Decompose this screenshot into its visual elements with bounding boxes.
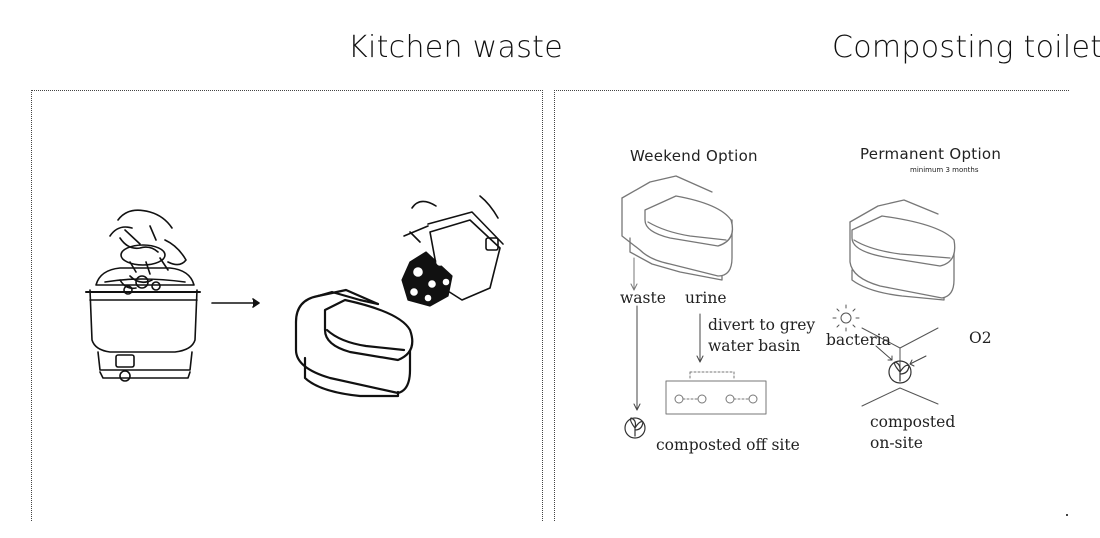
kitchen-waste-panel bbox=[31, 90, 543, 521]
grey-water-basin-illustration bbox=[665, 371, 767, 415]
arrow-right-icon bbox=[211, 298, 260, 308]
toilet-illustration bbox=[294, 288, 414, 398]
compost-bucket-illustration bbox=[85, 209, 201, 382]
permanent-toilet-illustration bbox=[849, 199, 956, 301]
weekend-toilet-illustration bbox=[621, 175, 734, 281]
composting-toilet-panel bbox=[554, 90, 1069, 521]
composted-off-site-label: composted off site bbox=[656, 436, 800, 454]
divert-label-line2: water basin bbox=[708, 337, 801, 355]
waste-label: waste bbox=[620, 289, 666, 307]
isometric-compost-corner bbox=[861, 327, 939, 407]
sun-icon bbox=[832, 304, 860, 332]
bacteria-label: bacteria bbox=[826, 331, 891, 349]
composted-on-site-line1: composted bbox=[870, 413, 956, 431]
composted-on-site-line2: on-site bbox=[870, 434, 923, 452]
bin-emptying-illustration bbox=[401, 195, 504, 307]
sprout-icon bbox=[888, 360, 912, 384]
permanent-option-subtitle: minimum 3 months bbox=[910, 166, 979, 174]
kitchen-waste-heading: Kitchen waste bbox=[348, 30, 563, 65]
weekend-option-title: Weekend Option bbox=[630, 147, 758, 165]
divert-label-line1: divert to grey bbox=[708, 316, 816, 334]
permanent-option-title: Permanent Option bbox=[860, 145, 1002, 163]
o2-label: O2 bbox=[969, 329, 992, 347]
urine-label: urine bbox=[685, 289, 727, 307]
corner-dot bbox=[1066, 514, 1068, 516]
sprout-icon bbox=[624, 417, 646, 439]
composting-toilet-heading: Composting toilet bbox=[832, 30, 1100, 65]
